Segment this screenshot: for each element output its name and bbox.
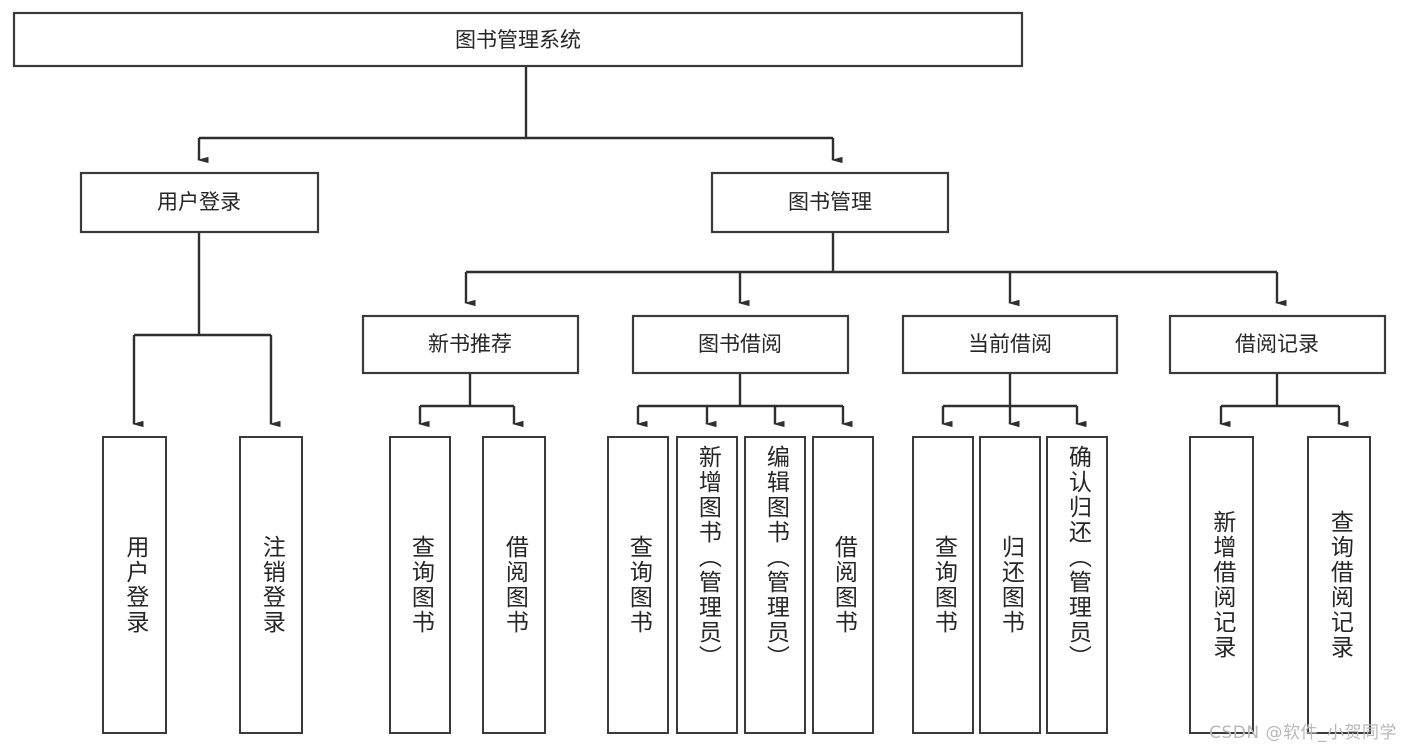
watermark-text: CSDN @软件_小贺同学	[1209, 723, 1397, 743]
node-current-borrow[interactable]: 当前借阅	[901, 314, 1119, 375]
node-new-book-recommend-label: 新书推荐	[428, 332, 512, 356]
leaf-box-edit-book[interactable]	[744, 436, 806, 734]
connector-borrow-to-leaves	[636, 373, 853, 428]
node-new-book-recommend[interactable]: 新书推荐	[361, 314, 580, 375]
node-current-borrow-label: 当前借阅	[968, 332, 1052, 356]
connector-current-to-leaves	[941, 373, 1087, 428]
leaf-box-confirm-return[interactable]	[1046, 436, 1108, 734]
leaf-box-query-book-3[interactable]	[912, 436, 974, 734]
connector-root-to-level2	[197, 66, 843, 164]
leaf-box-add-record[interactable]	[1189, 436, 1254, 734]
connector-record-to-leaves	[1219, 373, 1349, 428]
node-book-management-label: 图书管理	[788, 190, 872, 214]
leaf-box-query-book-1[interactable]	[389, 436, 451, 734]
node-root-title[interactable]: 图书管理系统	[12, 11, 1024, 68]
leaf-box-logout[interactable]	[239, 436, 303, 734]
node-root-title-label: 图书管理系统	[455, 28, 581, 52]
node-book-management[interactable]: 图书管理	[710, 171, 950, 234]
leaf-box-borrow-book-1[interactable]	[482, 436, 546, 734]
leaf-box-group	[102, 436, 1371, 734]
node-user-login-label: 用户登录	[157, 190, 241, 214]
node-book-borrow-label: 图书借阅	[698, 332, 782, 356]
connector-userlogin-to-leaves	[132, 232, 281, 428]
leaf-box-borrow-book-2[interactable]	[812, 436, 874, 734]
connector-bookmgmt-to-level3	[464, 232, 1287, 307]
leaf-box-add-book[interactable]	[676, 436, 738, 734]
node-user-login[interactable]: 用户登录	[79, 171, 320, 234]
connector-newbook-to-leaves	[418, 373, 524, 428]
node-borrow-record[interactable]: 借阅记录	[1168, 314, 1387, 375]
leaf-box-query-book-2[interactable]	[607, 436, 669, 734]
node-borrow-record-label: 借阅记录	[1235, 332, 1319, 356]
leaf-box-query-record[interactable]	[1307, 436, 1371, 734]
leaf-box-return-book[interactable]	[979, 436, 1041, 734]
node-book-borrow[interactable]: 图书借阅	[631, 314, 850, 375]
leaf-box-user-login[interactable]	[102, 436, 167, 734]
